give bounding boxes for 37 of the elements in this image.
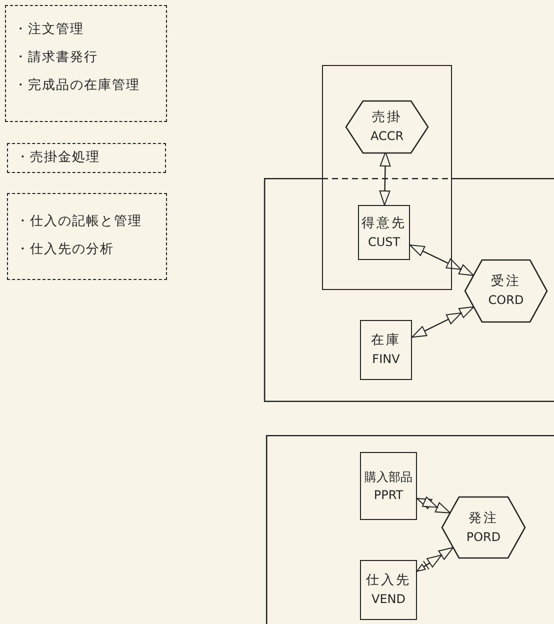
entity-name: 発注 (468, 510, 498, 528)
entity-code: VEND (371, 591, 406, 608)
boundary-frame (266, 435, 554, 624)
entity-box (360, 560, 417, 620)
dashed-box (7, 193, 167, 280)
entity-code: FINV (372, 351, 400, 368)
entity-box (360, 320, 412, 380)
list-item: ・仕入先の分析 (16, 241, 115, 259)
entity-name: 受注 (491, 273, 521, 291)
list-item: ・注文管理 (14, 21, 85, 39)
double-arrow (416, 496, 451, 514)
entity-box (360, 452, 417, 520)
list-item: ・完成品の在庫管理 (14, 77, 141, 95)
list-item: ・仕入の記帳と管理 (16, 213, 143, 231)
double-arrow (410, 244, 474, 276)
hexagon (465, 260, 547, 322)
hexagon (346, 101, 428, 153)
hexagon (442, 497, 525, 558)
entity-name: 仕入先 (366, 572, 411, 590)
entity-name: 得意先 (362, 214, 406, 232)
dashed-box (7, 143, 166, 173)
entity-code: CORD (488, 292, 524, 309)
entity-name: 在庫 (371, 332, 401, 350)
double-arrow (379, 152, 391, 206)
entity-code: ACCR (370, 128, 404, 145)
entity-name: 購入部品 (364, 469, 412, 486)
entity-code: CUST (368, 234, 400, 250)
boundary-frame (264, 178, 554, 402)
list-item: ・売掛金処理 (16, 149, 101, 167)
double-arrow (412, 306, 474, 338)
list-item: ・請求書発行 (14, 49, 99, 67)
dashed-box (5, 5, 167, 122)
entity-name: 売掛 (372, 109, 402, 127)
boundary-frame (322, 65, 452, 290)
entity-code: PORD (466, 528, 501, 546)
entity-code: PPRT (374, 487, 404, 504)
entity-box (358, 205, 410, 260)
